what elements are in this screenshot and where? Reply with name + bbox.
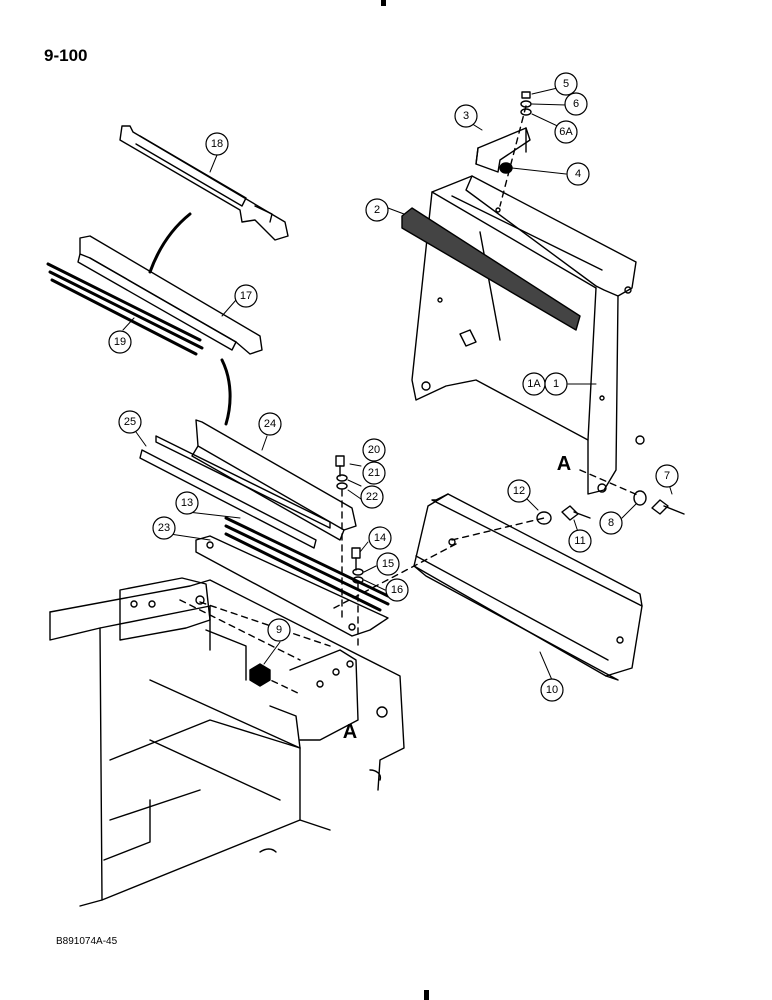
part-2-foam-strip [401, 207, 581, 331]
flow-arc-lower [220, 358, 232, 426]
part-25-strips [139, 435, 331, 549]
callout-8: 8 [599, 511, 623, 535]
callout-6: 6 [564, 92, 588, 116]
reference-letter-a-lower: A [343, 721, 357, 743]
part-1-support-bracket [411, 175, 645, 495]
callout-19: 19 [108, 330, 132, 354]
callout-label: 20 [368, 444, 380, 456]
callout-1: 1 [544, 372, 568, 396]
callout-3: 3 [454, 104, 478, 128]
callout-label: 1 [553, 378, 559, 390]
callout-14: 14 [368, 526, 392, 550]
part-9-nut [249, 663, 271, 687]
callout-label: 17 [240, 290, 252, 302]
callout-16: 16 [385, 578, 409, 602]
part-6a-washer [520, 108, 532, 116]
callout-6a: 6A [554, 120, 578, 144]
callout-label: 6A [559, 126, 573, 138]
callout-label: 21 [368, 467, 380, 479]
callout-label: 24 [264, 418, 276, 430]
callout-label: 10 [546, 684, 558, 696]
part-17-channel [77, 235, 263, 355]
callout-label: 7 [664, 470, 670, 482]
callout-12: 12 [507, 479, 531, 503]
callout-5: 5 [554, 72, 578, 96]
callout-label: 13 [181, 497, 193, 509]
callout-18: 18 [205, 132, 229, 156]
callout-10: 10 [540, 678, 564, 702]
callout-label: 8 [608, 517, 614, 529]
part-5-screw [521, 91, 531, 99]
part-3-clamp [475, 127, 531, 173]
callout-24: 24 [258, 412, 282, 436]
callout-22: 22 [360, 485, 384, 509]
part-13-rubber-strip [224, 516, 390, 612]
callout-25: 25 [118, 410, 142, 434]
part-7-bolt [651, 499, 685, 515]
callout-4: 4 [566, 162, 590, 186]
bottom-registration-mark [424, 990, 429, 1000]
callout-label: 9 [276, 624, 282, 636]
dashed-line-3-bracket [499, 105, 527, 207]
callout-17: 17 [234, 284, 258, 308]
loader-frame [49, 577, 405, 907]
part-8-washer [633, 490, 647, 506]
part-11-bolt [561, 505, 591, 521]
callout-2: 2 [365, 198, 389, 222]
callout-9: 9 [267, 618, 291, 642]
callout-label: 5 [563, 78, 569, 90]
callout-label: 1A [527, 378, 541, 390]
leader-lines [122, 85, 673, 681]
page-number: 9-100 [44, 46, 88, 65]
callout-label: 11 [574, 535, 585, 547]
part-6-washer [520, 100, 532, 108]
callout-21: 21 [362, 461, 386, 485]
callout-23: 23 [152, 516, 176, 540]
callout-20: 20 [362, 438, 386, 462]
callouts: 18 17 19 24 25 13 23 20 21 22 14 15 16 9… [108, 72, 679, 702]
callout-label: 15 [382, 558, 394, 570]
callout-11: 11 [568, 529, 592, 553]
dashed-line-10-frame [333, 543, 457, 609]
callout-7: 7 [655, 464, 679, 488]
dashed-line-12 [451, 517, 545, 541]
callout-label: 3 [463, 110, 469, 122]
part-10-channel [413, 493, 643, 681]
drawing-code: B891074A-45 [56, 936, 118, 947]
callout-label: 14 [374, 532, 386, 544]
bolt-stack-upper [335, 455, 348, 621]
top-registration-mark [381, 0, 386, 6]
part-19-rubber-strips [46, 262, 204, 356]
reference-letter-a-upper: A [557, 453, 571, 475]
callout-label: 22 [366, 491, 378, 503]
callout-15: 15 [376, 552, 400, 576]
callout-label: 19 [114, 336, 126, 348]
callout-label: 2 [374, 204, 380, 216]
callout-label: 25 [124, 416, 136, 428]
part-23-base-plate [195, 535, 389, 637]
callout-label: 23 [158, 522, 170, 534]
callout-label: 16 [391, 584, 403, 596]
callout-label: 4 [575, 168, 581, 180]
part-18-cover-plate [119, 125, 289, 241]
callout-13: 13 [175, 491, 199, 515]
dashed-line-A [579, 469, 641, 497]
part-24-panel [191, 419, 357, 541]
flow-arc-upper [148, 212, 192, 274]
part-12-washer [536, 511, 552, 525]
callout-label: 6 [573, 98, 579, 110]
callout-1a: 1A [522, 372, 546, 396]
callout-label: 18 [211, 138, 223, 150]
callout-label: 12 [513, 485, 525, 497]
